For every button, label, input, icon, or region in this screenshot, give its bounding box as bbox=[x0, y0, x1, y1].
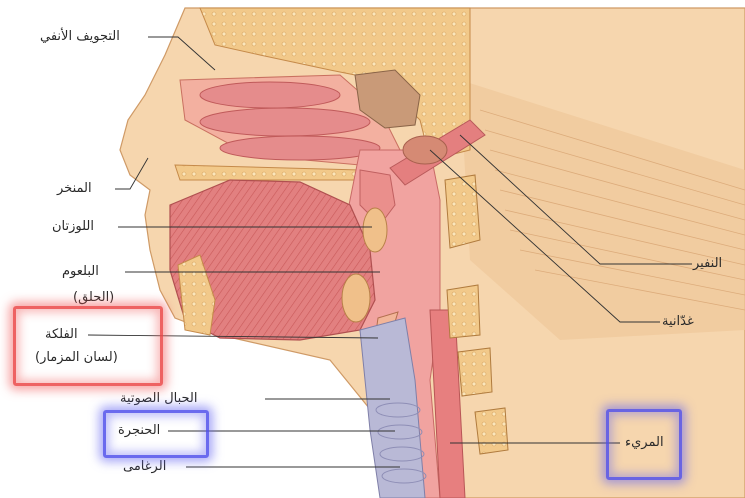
label-pharynx-alt: (الحلق) bbox=[73, 290, 114, 306]
highlight-epiglottis bbox=[13, 306, 163, 386]
label-vocal-cords: الحبال الصوتية bbox=[120, 391, 198, 407]
label-trachea: الرغامى bbox=[123, 459, 166, 475]
label-nostril: المنخر bbox=[57, 181, 92, 197]
label-adenoids: غدّانية bbox=[662, 314, 694, 330]
highlight-larynx bbox=[103, 410, 209, 458]
highlight-esophagus bbox=[606, 409, 682, 480]
label-tonsils: اللوزتان bbox=[52, 219, 94, 235]
label-nasal-cavity: التجويف الأنفي bbox=[40, 29, 120, 45]
label-pharynx: البلعوم bbox=[62, 264, 99, 280]
label-nasopharynx: النفير bbox=[693, 256, 722, 272]
